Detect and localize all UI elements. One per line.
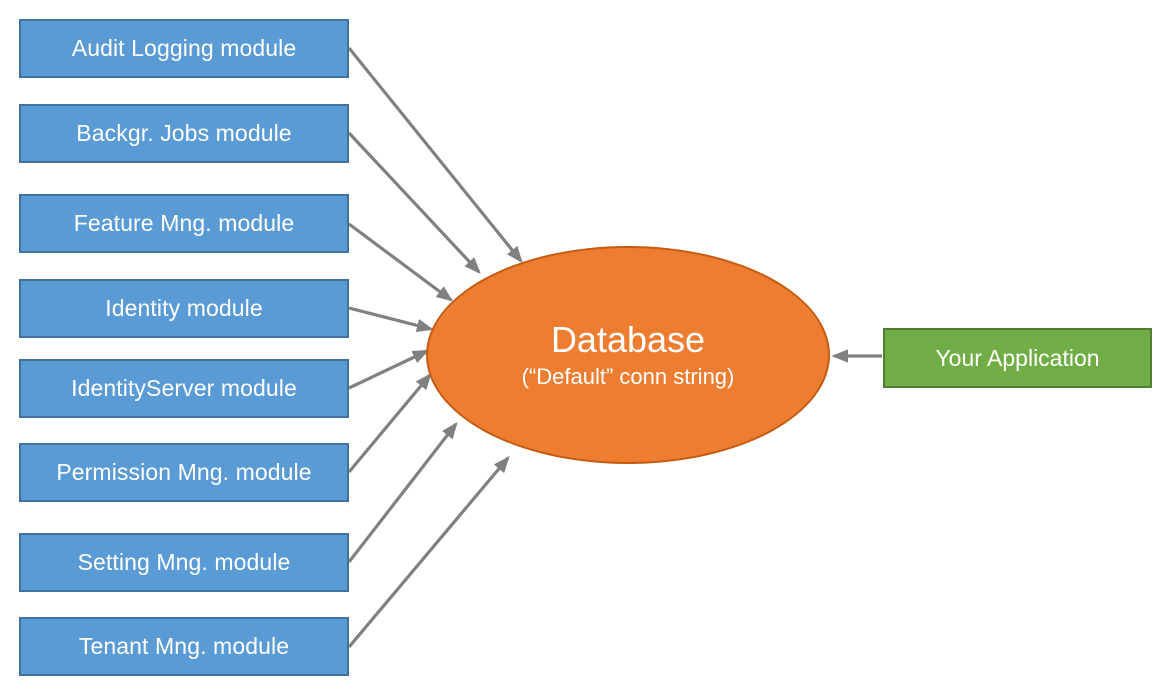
module-box-audit-logging[interactable]: Audit Logging module <box>19 19 349 78</box>
database-subtitle: (“Default” conn string) <box>521 363 735 389</box>
module-label: Setting Mng. module <box>77 549 291 575</box>
your-application-box[interactable]: Your Application <box>883 328 1152 388</box>
module-label: IdentityServer module <box>71 375 297 401</box>
module-box-setting-mng[interactable]: Setting Mng. module <box>19 533 349 592</box>
module-box-permission-mng[interactable]: Permission Mng. module <box>19 443 349 502</box>
arrow-audit-logging <box>347 46 523 263</box>
arrow-setting-mng <box>347 421 458 563</box>
module-box-identity[interactable]: Identity module <box>19 279 349 338</box>
arrow-tenant-mng <box>347 456 510 649</box>
application-label: Your Application <box>935 344 1100 371</box>
arrow-permission-mng <box>347 373 432 474</box>
module-box-background-jobs[interactable]: Backgr. Jobs module <box>19 104 349 163</box>
database-node[interactable]: Database (“Default” conn string) <box>426 246 830 464</box>
arrow-background-jobs <box>347 131 481 274</box>
module-box-feature-mng[interactable]: Feature Mng. module <box>19 194 349 253</box>
database-title: Database <box>550 319 706 360</box>
arrow-identity <box>348 306 434 333</box>
arrow-feature-mng <box>348 222 454 302</box>
arrow-identityserver <box>348 349 430 390</box>
module-label: Audit Logging module <box>71 35 297 61</box>
module-label: Identity module <box>105 295 263 321</box>
module-box-tenant-mng[interactable]: Tenant Mng. module <box>19 617 349 676</box>
module-label: Permission Mng. module <box>56 459 312 485</box>
module-label: Tenant Mng. module <box>78 633 290 659</box>
module-label: Backgr. Jobs module <box>76 120 292 146</box>
module-label: Feature Mng. module <box>73 210 295 236</box>
module-box-identityserver[interactable]: IdentityServer module <box>19 359 349 418</box>
